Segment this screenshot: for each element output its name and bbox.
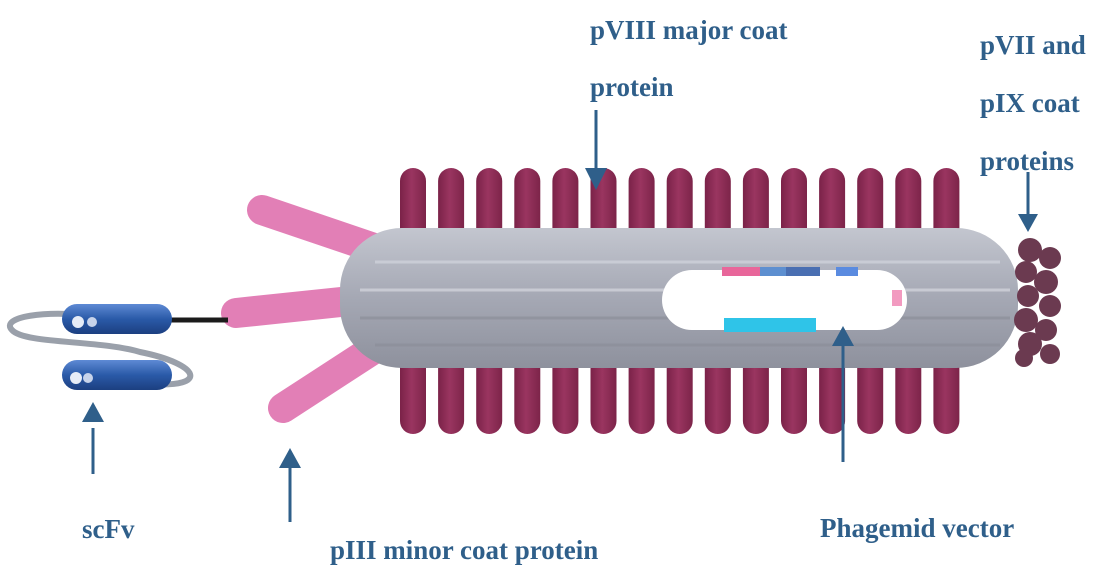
arrow-piii — [279, 448, 301, 522]
label-pviii-line1: pVIII major coat — [590, 17, 788, 44]
phagemid-vector-graphic — [662, 267, 907, 332]
arrow-pvii-pix — [1018, 172, 1038, 232]
label-pvii-pix-line1: pVII and — [980, 32, 1086, 59]
arrow-scfv — [82, 402, 104, 474]
phagemid-segment-pink-end — [892, 290, 902, 306]
phagemid-segment-navy — [786, 267, 820, 276]
phagemid-segment-blue-2 — [836, 267, 858, 276]
label-piii: pIII minor coat protein — [330, 537, 598, 564]
label-scfv: scFv — [82, 516, 134, 543]
pvii-pix-cluster — [1014, 238, 1061, 367]
label-pvii-pix: pVII and pIX coat proteins — [980, 32, 1086, 175]
phagemid-segment-blue — [760, 267, 786, 276]
label-pvii-pix-line2: pIX coat — [980, 90, 1086, 117]
label-pviii-line2: protein — [590, 74, 788, 101]
phagemid-segment-pink — [722, 267, 760, 276]
label-pvii-pix-line3: proteins — [980, 148, 1086, 175]
label-phagemid: Phagemid vector — [820, 515, 1014, 542]
scfv-graphic — [10, 304, 228, 390]
phagemid-segment-cyan — [724, 318, 816, 332]
label-pviii: pVIII major coat protein — [590, 17, 788, 101]
